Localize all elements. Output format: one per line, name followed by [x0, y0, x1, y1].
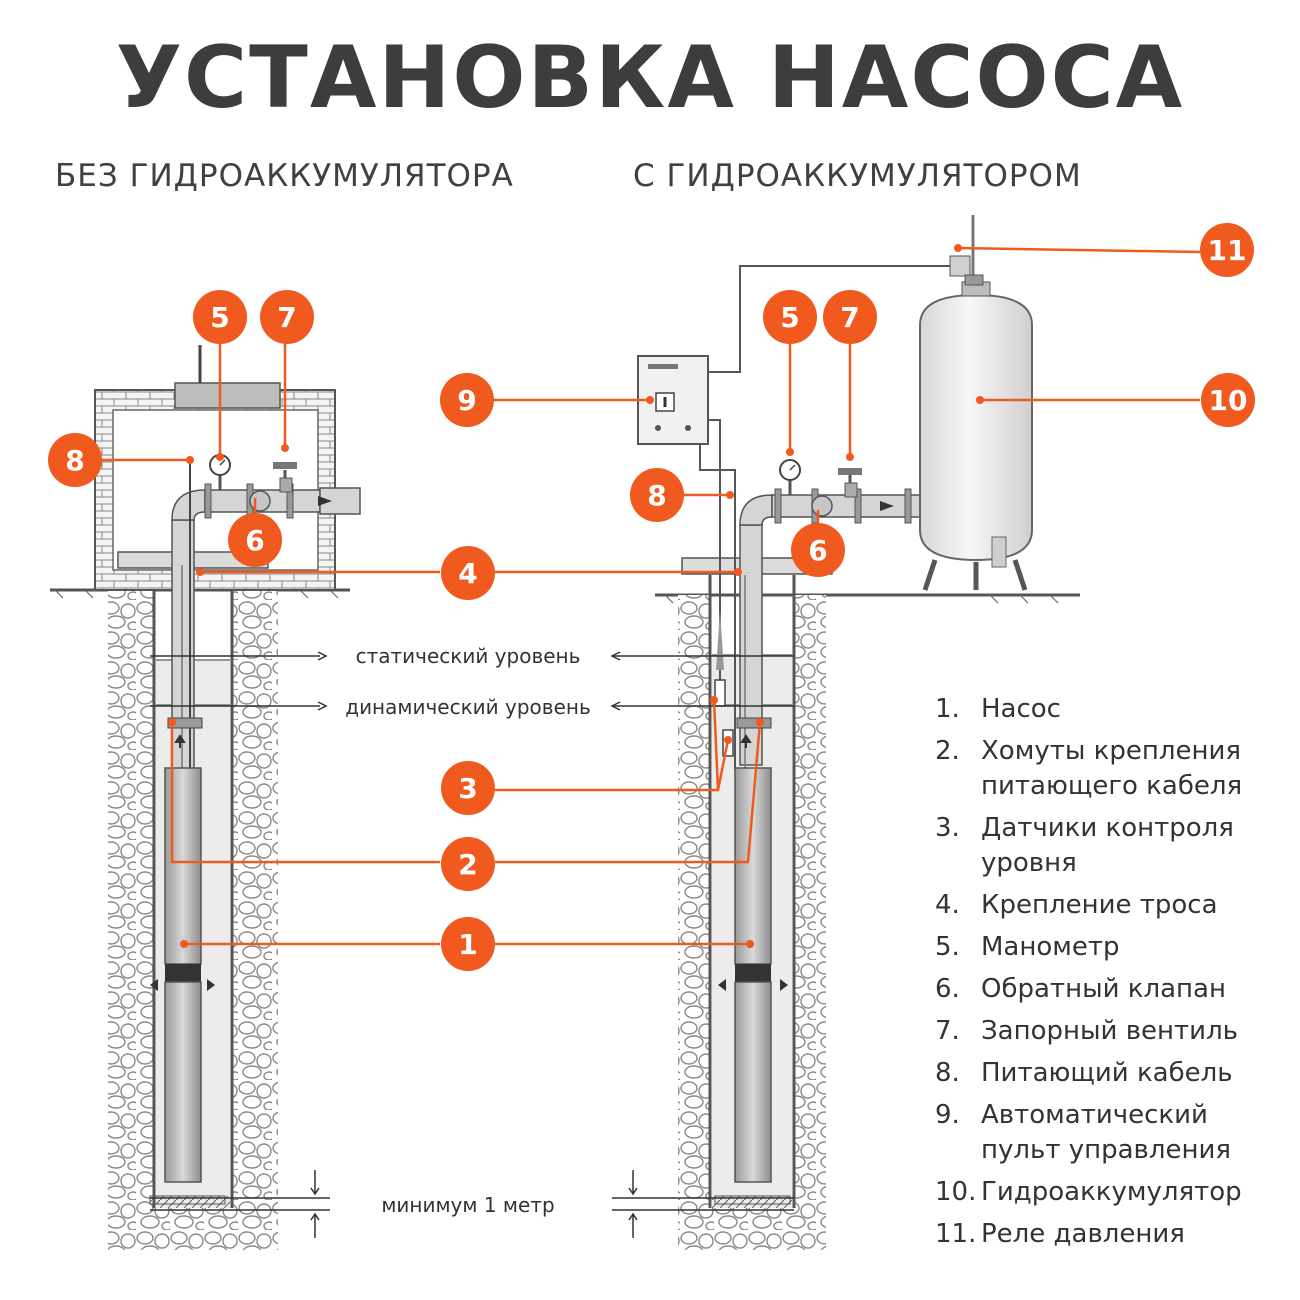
right-gravel-left [678, 595, 710, 1250]
left-gravel-right [232, 590, 278, 1250]
legend-text: Насос [981, 694, 1061, 724]
legend-text: Автоматический пульт управления [981, 1100, 1232, 1165]
legend-number: 5. [935, 932, 960, 962]
svg-text:2: 2 [458, 848, 477, 881]
svg-text:5: 5 [210, 301, 229, 334]
right-ground [655, 593, 1080, 604]
svg-text:10: 10 [1209, 384, 1248, 417]
badge-3: 3 [441, 761, 495, 815]
dynamic-level-label: динамический уровень [345, 695, 591, 719]
svg-text:11: 11 [1208, 234, 1247, 267]
legend-text: Хомуты крепления питающего кабеля [981, 736, 1243, 801]
svg-text:1: 1 [458, 928, 477, 961]
legend-item: 7. Запорный вентиль [935, 1014, 1280, 1049]
svg-text:7: 7 [840, 301, 859, 334]
legend-text: Обратный клапан [981, 974, 1226, 1004]
badge-8-left: 8 [48, 433, 102, 487]
legend-item: 11.Реле давления [935, 1217, 1280, 1252]
subtitle-without-accumulator: БЕЗ ГИДРОАККУМУЛЯТОРА [55, 158, 514, 194]
svg-text:6: 6 [808, 534, 827, 567]
legend-number: 2. [935, 736, 960, 766]
svg-text:8: 8 [65, 444, 84, 477]
left-gravel-bottom [108, 1208, 278, 1250]
legend-number: 7. [935, 1016, 960, 1046]
badge-7-left: 7 [260, 290, 314, 344]
badge-7-right: 7 [823, 290, 877, 344]
svg-text:7: 7 [277, 301, 296, 334]
badge-5-left: 5 [193, 290, 247, 344]
legend-item: 1. Насос [935, 692, 1280, 727]
badge-6-left: 6 [228, 513, 282, 567]
right-gravel-right [794, 595, 826, 1250]
legend-number: 10. [935, 1177, 977, 1207]
legend-number: 11. [935, 1219, 977, 1249]
legend-number: 3. [935, 813, 960, 843]
legend-item: 6. Обратный клапан [935, 972, 1280, 1007]
legend-item: 4. Крепление троса [935, 888, 1280, 923]
legend-text: Крепление троса [981, 890, 1218, 920]
legend-item: 10.Гидроаккумулятор [935, 1175, 1280, 1210]
badge-1: 1 [441, 917, 495, 971]
right-shutoff-valve-icon [838, 468, 862, 498]
badge-11: 11 [1200, 223, 1254, 277]
legend-item: 8. Питающий кабель [935, 1056, 1280, 1091]
level-lines [150, 651, 794, 1238]
legend-number: 8. [935, 1058, 960, 1088]
legend-item: 3. Датчики контроля уровня [935, 811, 1280, 881]
legend-number: 4. [935, 890, 960, 920]
accumulator-tank [919, 281, 1033, 591]
svg-text:3: 3 [458, 772, 477, 805]
left-ground [50, 588, 350, 599]
legend-item: 9. Автоматический пульт управления [935, 1098, 1280, 1168]
left-installation [50, 345, 361, 1250]
control-wiring [699, 265, 950, 770]
svg-text:5: 5 [780, 301, 799, 334]
legend-number: 6. [935, 974, 960, 1004]
legend-text: Датчики контроля уровня [981, 813, 1234, 878]
right-pressure-gauge-icon [779, 459, 801, 495]
legend-text: Гидроаккумулятор [981, 1177, 1242, 1207]
legend-number: 1. [935, 694, 960, 724]
svg-text:8: 8 [647, 479, 666, 512]
left-shutoff-valve-icon [273, 462, 297, 493]
svg-text:6: 6 [245, 524, 264, 557]
left-pressure-gauge-icon [209, 454, 231, 490]
badge-2: 2 [441, 837, 495, 891]
legend-text: Запорный вентиль [981, 1016, 1239, 1046]
legend-text: Реле давления [981, 1219, 1185, 1249]
svg-text:4: 4 [458, 557, 477, 590]
subtitle-with-accumulator: С ГИДРОАККУМУЛЯТОРОМ [633, 158, 1082, 194]
svg-text:9: 9 [457, 384, 476, 417]
static-level-label: статический уровень [356, 644, 581, 668]
page-title: УСТАНОВКА НАСОСА [115, 28, 1185, 128]
badge-6-right: 6 [791, 523, 845, 577]
badge-8-right: 8 [630, 468, 684, 522]
legend-number: 9. [935, 1100, 960, 1130]
minimum-depth-label: минимум 1 метр [381, 1193, 554, 1217]
leader-dots [168, 244, 984, 948]
legend-text: Питающий кабель [981, 1058, 1233, 1088]
left-riser-pipe [171, 483, 361, 771]
legend-item: 2. Хомуты крепления питающего кабеля [935, 734, 1280, 804]
right-gravel-bottom [678, 1208, 826, 1250]
badge-10: 10 [1201, 373, 1255, 427]
left-gravel-left [108, 590, 154, 1250]
badge-5-right: 5 [763, 290, 817, 344]
leader-lines [100, 246, 1201, 946]
badge-9: 9 [440, 373, 494, 427]
legend-list: 1. Насос 2. Хомуты крепления питающего каб… [935, 692, 1280, 1259]
legend-item: 5. Манометр [935, 930, 1280, 965]
legend-text: Манометр [981, 932, 1120, 962]
badge-4: 4 [441, 546, 495, 600]
